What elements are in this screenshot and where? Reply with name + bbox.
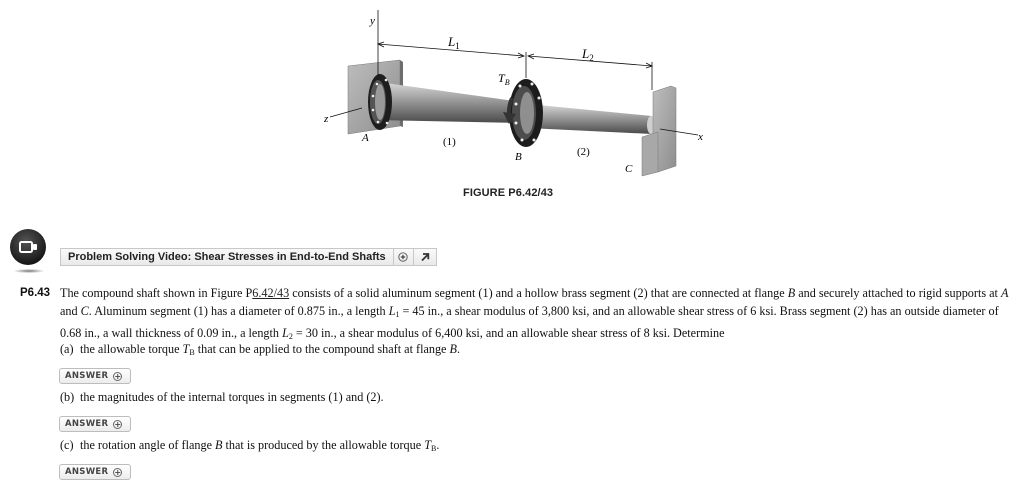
answer-button-b[interactable]: ANSWER+ [59,416,131,432]
video-open-button[interactable] [414,249,436,265]
torque-arrow-icon [503,112,516,124]
video-icon-shadow [14,269,44,273]
part-c: (c)the rotation angle of flange B that i… [60,438,440,453]
label-segment-2: (2) [577,146,590,158]
part-a: (a)the allowable torque TB that can be a… [60,342,461,357]
support-c [641,85,677,177]
label-x-axis: x [697,131,703,143]
label-z-axis: z [323,113,329,125]
flange-b [509,79,543,147]
video-link-bar[interactable]: Problem Solving Video: Shear Stresses in… [60,248,437,266]
problem-text: The compound shaft shown in Figure P6.42… [60,286,1009,341]
problem-number: P6.43 [20,287,51,299]
label-a: A [361,132,369,144]
answer-button-c[interactable]: ANSWER+ [59,464,131,480]
label-c: C [625,163,633,175]
arrow-up-right-icon [421,253,429,262]
video-title[interactable]: Problem Solving Video: Shear Stresses in… [61,249,394,265]
flange-a [368,74,392,130]
figure-link[interactable]: 6.42/43 [252,286,290,300]
part-b: (b)the magnitudes of the internal torque… [60,390,384,404]
label-y-axis: y [369,15,375,27]
label-tb: TB [498,71,510,87]
figure-p6-42-43: y z x L1 L2 TB A B C (1) (2) [300,0,720,200]
answer-button-a[interactable]: ANSWER+ [59,368,131,384]
circle-plus-icon: + [113,419,123,429]
circle-plus-icon: + [113,371,123,381]
video-expand-button[interactable] [394,249,414,265]
circle-plus-icon: + [113,467,123,477]
label-l1: L1 [447,34,460,51]
label-b: B [515,151,522,163]
label-segment-1: (1) [443,136,456,148]
label-l2: L2 [581,46,594,63]
problem-statement: P6.43 The compound shaft shown in Figure… [20,284,1020,346]
video-camera-icon[interactable] [10,229,46,265]
figure-caption: FIGURE P6.42/43 [463,187,554,199]
circle-plus-icon [398,252,408,262]
